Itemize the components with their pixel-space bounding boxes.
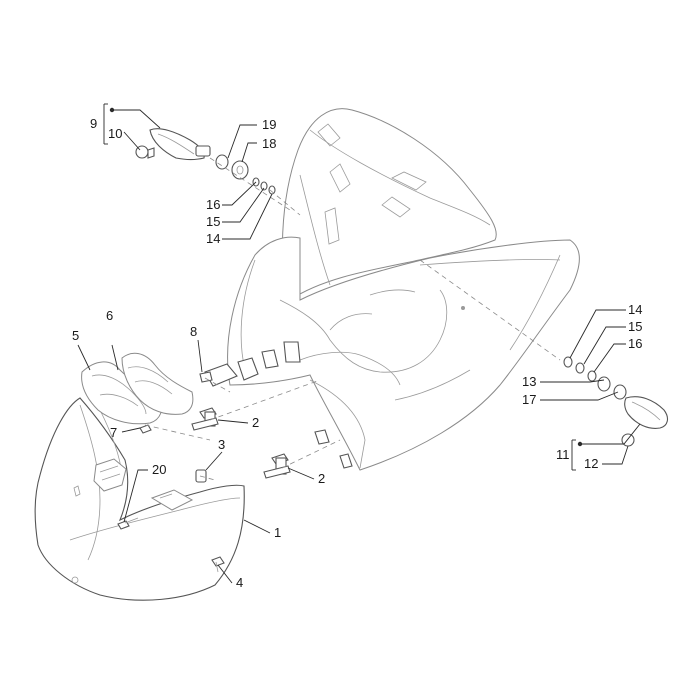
callout-10: 10	[108, 126, 122, 141]
callout-11: 11	[556, 447, 570, 462]
right-indicator-assembly	[563, 356, 669, 447]
callout-16-right: 16	[628, 336, 642, 351]
callout-20: 20	[152, 462, 166, 477]
callout-1: 1	[274, 525, 281, 540]
callout-14-right: 14	[628, 302, 642, 317]
headlight-assembly	[34, 397, 245, 601]
callout-12: 12	[584, 456, 598, 471]
callout-15-right: 15	[628, 319, 642, 334]
callout-14: 14	[206, 231, 220, 246]
front-shield	[204, 108, 580, 471]
callout-8: 8	[190, 324, 197, 339]
callout-13: 13	[522, 374, 536, 389]
callout-16: 16	[206, 197, 220, 212]
callout-7: 7	[110, 425, 117, 440]
left-indicator-assembly	[135, 128, 276, 195]
callout-15: 15	[206, 214, 220, 229]
callout-19: 19	[262, 117, 276, 132]
assembly-lines	[144, 157, 561, 481]
position-light-lenses	[81, 352, 194, 434]
callout-17: 17	[522, 392, 536, 407]
callout-3: 3	[218, 437, 225, 452]
callout-18: 18	[262, 136, 276, 151]
leader-lines	[77, 103, 641, 584]
callout-6: 6	[106, 308, 113, 323]
callout-2-lower: 2	[318, 471, 325, 486]
callout-9: 9	[90, 116, 97, 131]
callout-4: 4	[236, 575, 243, 590]
callout-labels: 9 10 19 18 16 15 14 14 15 16 13 17 11 12…	[72, 116, 642, 590]
callout-2-upper: 2	[252, 415, 259, 430]
callout-5: 5	[72, 328, 79, 343]
